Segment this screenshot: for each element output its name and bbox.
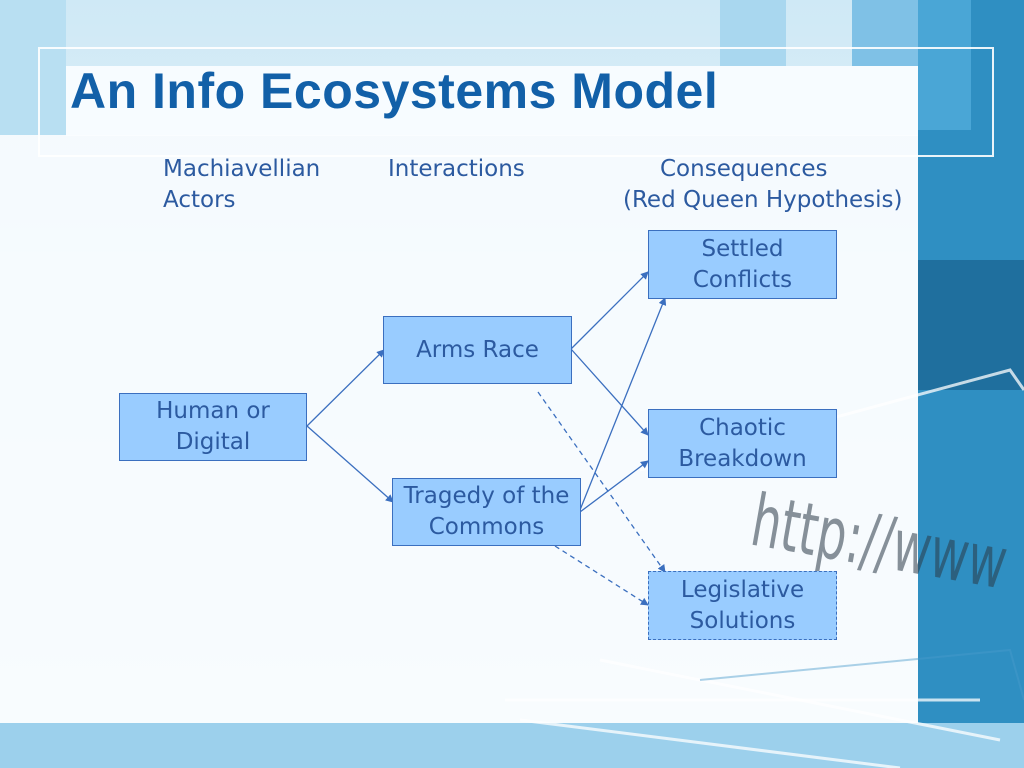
node-arms-race-label: Arms Race	[416, 336, 539, 363]
bg-tile	[0, 723, 1024, 768]
node-chaotic-breakdown: Chaotic Breakdown	[648, 409, 837, 478]
node-chaotic-line1: Chaotic	[699, 414, 786, 441]
node-settled-line1: Settled	[701, 235, 784, 262]
node-human-or-digital: Human or Digital	[119, 393, 307, 461]
node-legislative-line2: Solutions	[689, 607, 796, 634]
header-consequences-line1: Consequences	[660, 156, 828, 182]
header-actors-line1: Machiavellian	[163, 156, 321, 182]
node-legislative-line1: Legislative	[680, 576, 805, 603]
bg-tile	[918, 0, 971, 130]
node-tragedy-of-the-commons: Tragedy of the Commons	[392, 478, 581, 546]
header-consequences-line2: (Red Queen Hypothesis)	[623, 187, 903, 213]
edge-arms-race-to-settled	[570, 271, 649, 350]
edge-human-to-arms-race	[306, 349, 385, 427]
slide-title: An Info Ecosystems Model	[70, 63, 719, 119]
node-human-line2: Digital	[175, 429, 251, 455]
bg-tile	[918, 260, 1024, 390]
node-chaotic-line2: Breakdown	[678, 445, 807, 472]
node-settled-line2: Conflicts	[692, 266, 793, 293]
node-settled-conflicts: Settled Conflicts	[648, 230, 837, 299]
node-arms-race: Arms Race	[383, 316, 572, 384]
header-actors-line2: Actors	[163, 187, 236, 213]
node-legislative-solutions: Legislative Solutions	[648, 571, 837, 640]
header-interactions: Interactions	[388, 156, 525, 182]
bg-tile	[720, 0, 786, 66]
title-bar	[66, 66, 918, 136]
edge-tragedy-to-settled	[579, 297, 667, 511]
title-frame	[38, 47, 994, 157]
edge-arms-race-to-chaotic	[570, 348, 649, 436]
bg-tile	[852, 0, 918, 66]
edge-tragedy-to-legislative	[554, 545, 649, 606]
edge-human-to-tragedy	[306, 425, 394, 503]
node-tragedy-line2: Commons	[428, 514, 545, 540]
edge-tragedy-to-chaotic	[579, 460, 649, 513]
bg-tile	[0, 0, 66, 135]
node-tragedy-line1: Tragedy of the	[403, 483, 570, 509]
edge-arms-race-to-legislative	[537, 391, 666, 573]
node-human-line1: Human or	[156, 398, 270, 424]
